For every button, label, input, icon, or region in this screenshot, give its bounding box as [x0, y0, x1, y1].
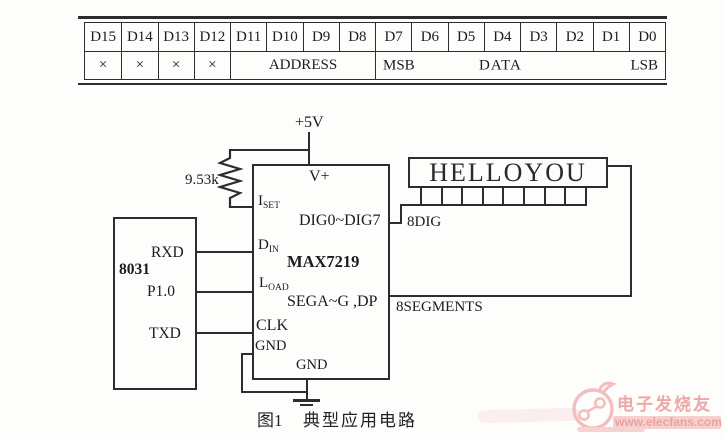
- ground-symbol-bar1: [293, 399, 320, 402]
- bit-header: D14: [121, 23, 157, 51]
- resistor-symbol: [217, 149, 243, 208]
- address-field-cell: ADDRESS: [230, 51, 375, 79]
- gnd-drop-wire: [306, 380, 308, 401]
- pin-load: LOAD: [259, 275, 289, 293]
- msb-label: MSB: [383, 57, 415, 73]
- pin-iset: ISET: [258, 193, 280, 211]
- gnd-left-stub-wire: [242, 353, 252, 355]
- mcu-name-label: 8031: [119, 261, 150, 278]
- dig-bus-line: [400, 204, 587, 206]
- mcu-pin-p10: P1.0: [147, 283, 175, 300]
- dig-riser-wire: [400, 204, 402, 224]
- ground-symbol-bar2: [300, 404, 313, 406]
- mcu-pin-rxd: RXD: [151, 244, 184, 261]
- seg-top-stub-wire: [608, 165, 632, 167]
- dontcare-cell: ×: [157, 51, 194, 79]
- gnd-left-down-wire: [241, 353, 243, 393]
- bit-header: D6: [411, 23, 447, 51]
- bit-header: D9: [302, 23, 339, 51]
- bit-header: D15: [90, 28, 117, 45]
- driver-name-label: MAX7219: [287, 252, 360, 271]
- rxd-din-wire: [197, 251, 252, 253]
- bit-header: D11: [230, 23, 266, 51]
- display-module-box: [408, 157, 608, 188]
- pin-gnd-left: GND: [255, 338, 287, 354]
- bit-header: D13: [157, 23, 194, 51]
- txd-clk-wire: [197, 332, 252, 334]
- comb-divider: [461, 188, 463, 206]
- seg-bus-label: 8SEGMENTS: [396, 299, 483, 315]
- dontcare-cell: ×: [121, 51, 158, 79]
- supply-wire: [308, 132, 310, 165]
- bit-header: D7: [375, 23, 411, 51]
- resistor-to-iset-wire: [229, 206, 253, 208]
- pin-clk: CLK: [256, 317, 288, 334]
- pin-seg-a-g-dp: SEGA~G ,DP: [287, 293, 378, 310]
- watermark-url-band: [613, 416, 721, 429]
- bit-header: D8: [338, 23, 375, 51]
- bit-header: D5: [447, 23, 484, 51]
- comb-divider: [441, 188, 443, 206]
- figure-number: 图1: [257, 411, 283, 430]
- seg-right-wire: [630, 165, 632, 297]
- watermark-underline-strip: [577, 427, 645, 432]
- bit-header: D12: [193, 23, 230, 51]
- watermark-brand-text: 电子发烧友: [617, 395, 712, 414]
- watermark-swoosh: [477, 407, 581, 424]
- serial-format-table: D15 D14 D13 D12 D11 D10 D9 D8 D7 D6 D5 D…: [84, 22, 666, 80]
- pin-gnd-bottom: GND: [296, 357, 328, 373]
- dontcare-cell: ×: [85, 51, 122, 79]
- gnd-bottom-run-wire: [241, 391, 308, 393]
- seg-bus-line: [390, 295, 632, 297]
- mcu-8031-box: [113, 217, 197, 390]
- watermark-url-text: www.elecfans.com: [615, 415, 722, 429]
- resistor-value-label: 9.53k: [185, 172, 219, 188]
- bit-header: D2: [556, 23, 592, 51]
- data-label: DATA: [479, 57, 522, 73]
- bit-header: D10: [266, 23, 302, 51]
- bit-header: D4: [483, 23, 520, 51]
- comb-divider: [502, 188, 504, 206]
- pin-vplus: V+: [309, 168, 330, 185]
- data-field-cell: MSB DATA LSB: [375, 51, 665, 79]
- dontcare-cell: ×: [193, 51, 230, 79]
- lsb-label: LSB: [630, 57, 658, 73]
- display-readout: HELLOYOU: [429, 157, 587, 187]
- comb-divider: [523, 188, 525, 206]
- comb-divider: [420, 188, 422, 206]
- p10-load-wire: [197, 291, 252, 293]
- supply-branch-wire: [229, 149, 310, 151]
- bit-header: D1: [592, 23, 629, 51]
- comb-divider: [564, 188, 566, 206]
- dig-bus-label: 8DIG: [407, 214, 442, 230]
- comb-divider: [544, 188, 546, 206]
- figure-title: 典型应用电路: [303, 411, 417, 430]
- elecfans-logo-icon: [572, 381, 617, 430]
- table-bottom-rule: [78, 83, 667, 85]
- dig-stub-wire: [390, 222, 402, 224]
- bit-header: D0: [628, 23, 665, 51]
- max7219-box: [252, 164, 390, 380]
- bit-header: D3: [520, 23, 556, 51]
- supply-label: +5V: [295, 114, 324, 131]
- table-top-rule: [78, 16, 667, 19]
- pin-din: DIN: [258, 237, 279, 255]
- mcu-pin-txd: TXD: [149, 325, 181, 342]
- pin-dig0-dig7: DIG0~DIG7: [299, 212, 381, 229]
- comb-divider: [585, 188, 587, 206]
- comb-divider: [482, 188, 484, 206]
